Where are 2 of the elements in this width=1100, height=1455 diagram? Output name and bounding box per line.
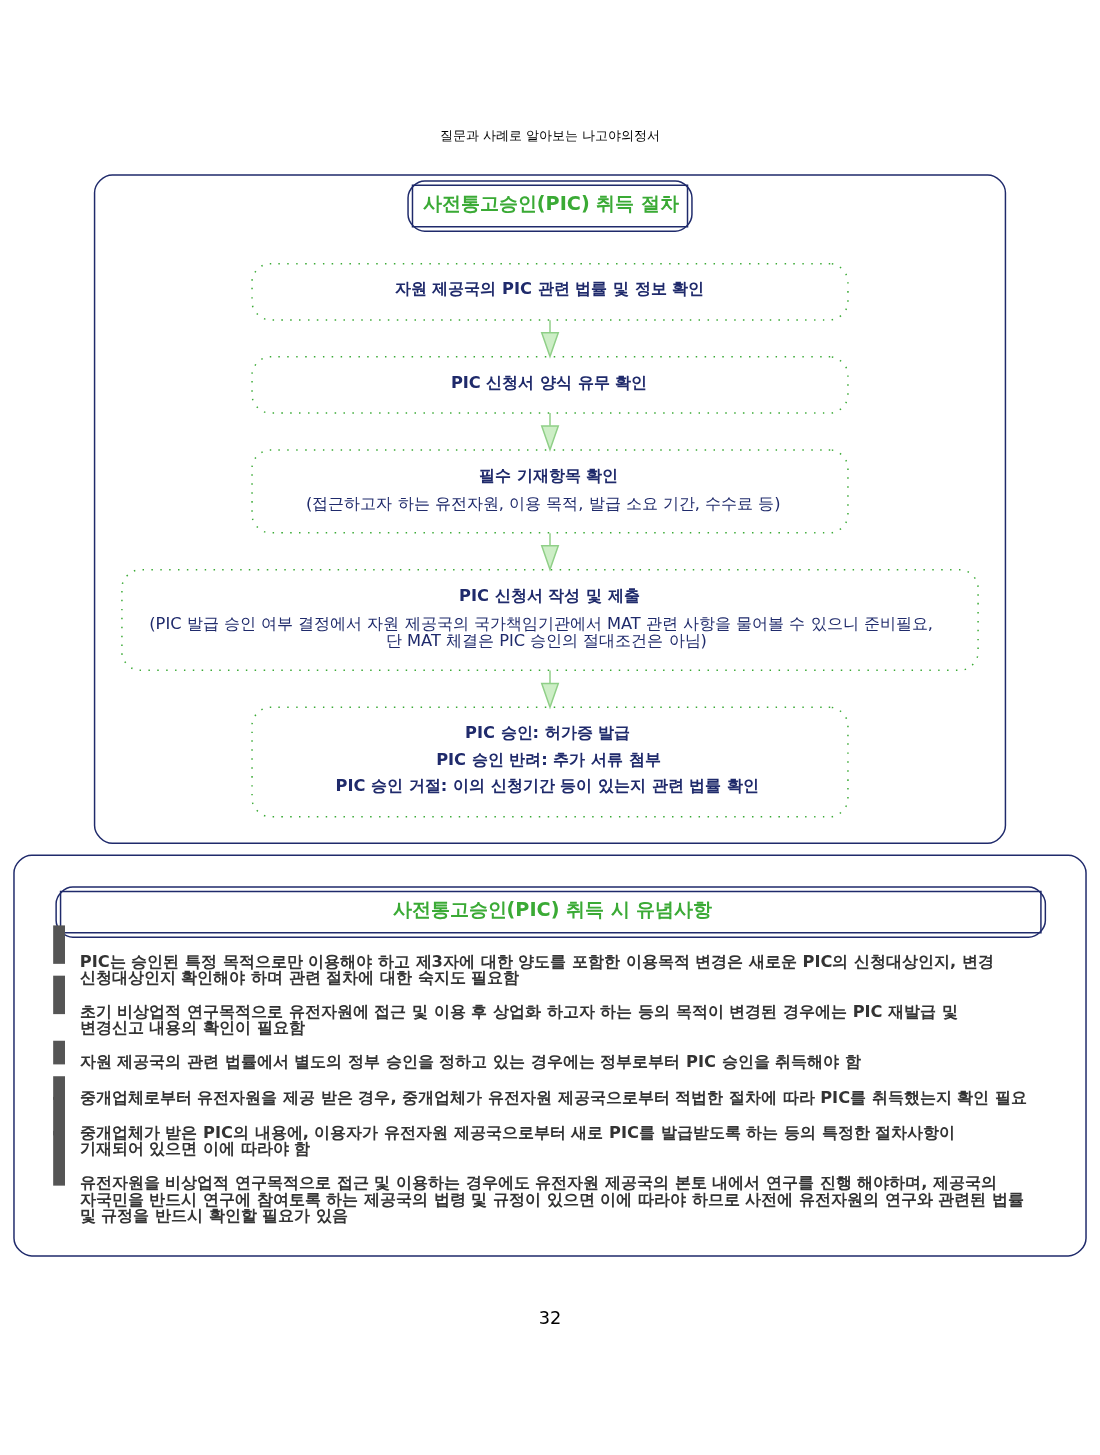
label: 32 [538, 1307, 562, 1328]
label: 질문과 사례로 알아보는 나고야의정서 [439, 127, 661, 143]
